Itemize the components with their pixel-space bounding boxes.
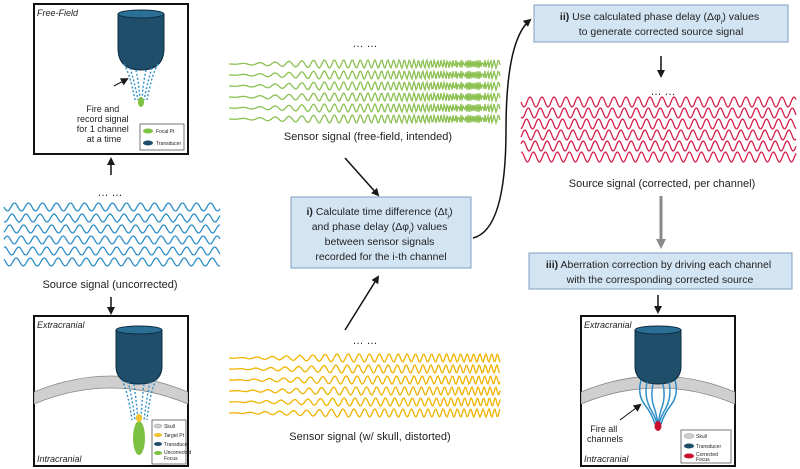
transducer-icon	[117, 13, 165, 71]
svg-text:Skull: Skull	[696, 434, 707, 440]
svg-text:Focus: Focus	[164, 456, 178, 462]
svg-text:Focus: Focus	[696, 457, 710, 463]
source-caption: Source signal (uncorrected)	[42, 279, 177, 291]
target-point-icon	[136, 414, 142, 422]
skull-caption: Sensor signal (w/ skull, distorted)	[289, 431, 450, 443]
signal-trace	[3, 257, 221, 267]
corrected-caption: Source signal (corrected, per channel)	[569, 178, 755, 190]
corrected-skull-panel: Extracranial Intracranial Fire all chann…	[580, 315, 736, 467]
signal-trace	[228, 352, 501, 364]
free-field-title: Free-Field	[37, 8, 79, 18]
signal-trace	[228, 396, 501, 408]
corrected-focus-icon	[654, 421, 662, 431]
svg-text:Target Pt: Target Pt	[164, 433, 185, 439]
svg-text:Skull: Skull	[164, 424, 175, 430]
corrected-note: Fire all channels	[587, 424, 624, 444]
uncorrected-skull-panel: Extracranial Intracranial Skull Target P…	[33, 315, 191, 467]
svg-text:Corrected: Corrected	[696, 452, 718, 458]
corrected-ellipsis: … …	[650, 86, 675, 98]
signal-trace	[3, 213, 221, 223]
free-field-panel: Free-Field Fire and record signal for 1 …	[33, 3, 189, 155]
corrected-signal-waves	[520, 96, 797, 163]
freefield-caption: Sensor signal (free-field, intended)	[284, 131, 452, 143]
svg-text:ii) Use calculated phase delay: ii) Use calculated phase delay (Δφi) val…	[560, 11, 762, 38]
step2-box: ii) Use calculated phase delay (Δφi) val…	[533, 4, 789, 43]
svg-text:Transducer: Transducer	[696, 444, 721, 450]
skull-ellipsis: … …	[352, 335, 377, 347]
freefield-signal-waves	[228, 57, 501, 126]
uncorrected-legend: Skull Target Pt Transducer Uncorrected F…	[151, 419, 191, 465]
signal-trace	[520, 96, 797, 108]
signal-trace	[228, 57, 501, 71]
svg-text:iii) Aberration correction by: iii) Aberration correction by driving ea…	[546, 259, 774, 286]
transducer-icon	[115, 329, 163, 385]
signal-trace	[228, 101, 501, 115]
signal-trace	[3, 224, 221, 234]
signal-trace	[228, 90, 501, 104]
skull-icon	[581, 375, 735, 405]
transducer-icon	[634, 329, 682, 385]
intracranial-label: Intracranial	[37, 454, 83, 464]
extracranial-label: Extracranial	[584, 320, 633, 330]
focal-point-icon	[138, 97, 144, 107]
signal-trace	[3, 202, 221, 212]
extracranial-label: Extracranial	[37, 320, 86, 330]
signal-trace	[228, 385, 501, 397]
intracranial-label: Intracranial	[584, 454, 630, 464]
svg-text:Uncorrected: Uncorrected	[164, 450, 191, 456]
source-ellipsis: … …	[97, 187, 122, 199]
signal-trace	[228, 407, 501, 419]
signal-trace	[228, 374, 501, 386]
signal-trace	[228, 112, 501, 126]
arrow-skull-to-step1	[344, 275, 380, 331]
svg-text:Focal Pt: Focal Pt	[156, 129, 175, 135]
corrected-legend: Skull Transducer Corrected Focus	[680, 429, 732, 464]
step3-box: iii) Aberration correction by driving ea…	[528, 252, 793, 290]
svg-text:Transducer: Transducer	[156, 141, 181, 147]
free-field-note: Fire and record signal for 1 channel at …	[77, 104, 132, 144]
svg-text:i) Calculate time difference (: i) Calculate time difference (Δti) and p…	[306, 206, 455, 263]
svg-text:Transducer: Transducer	[164, 442, 189, 448]
skull-signal-waves	[228, 352, 501, 419]
signal-trace	[520, 129, 797, 141]
signal-trace	[228, 68, 501, 82]
signal-trace	[520, 151, 797, 163]
signal-trace	[3, 246, 221, 256]
arrow-freefield-to-step1	[344, 157, 380, 197]
signal-trace	[228, 79, 501, 93]
freefield-ellipsis: … …	[352, 38, 377, 50]
signal-trace	[3, 235, 221, 245]
arrow-step1-to-step2	[472, 18, 532, 239]
free-field-legend: Focal Pt Transducer	[139, 123, 185, 151]
source-signal-waves	[3, 202, 221, 267]
signal-trace	[228, 363, 501, 375]
signal-trace	[520, 118, 797, 130]
signal-trace	[520, 140, 797, 152]
uncorrected-focus-icon	[133, 421, 145, 455]
step1-box: i) Calculate time difference (Δti) and p…	[290, 196, 472, 269]
signal-trace	[520, 107, 797, 119]
